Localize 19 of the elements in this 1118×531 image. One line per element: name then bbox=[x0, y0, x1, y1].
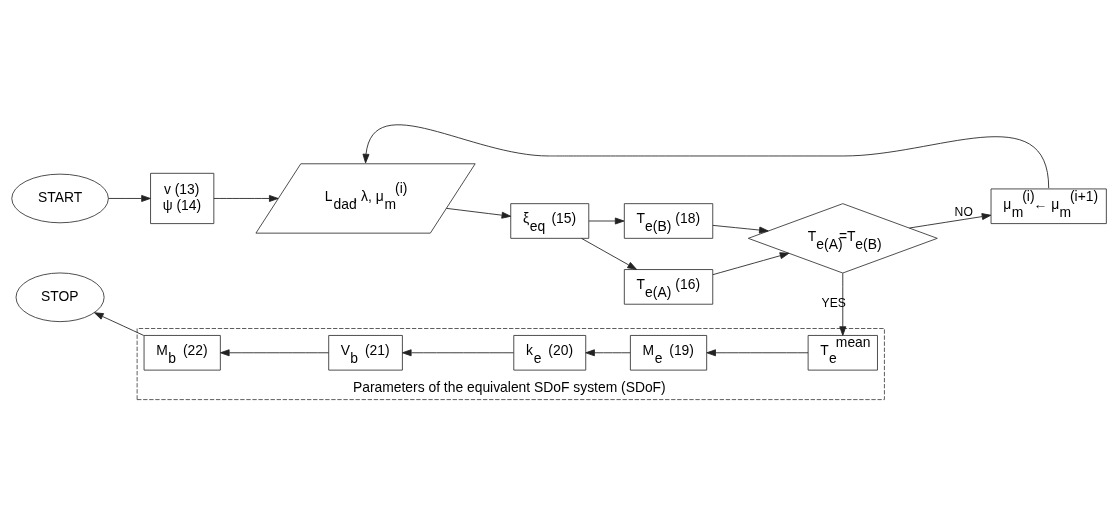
arrow bbox=[402, 349, 514, 357]
arrow bbox=[706, 349, 809, 357]
arrow bbox=[712, 252, 790, 276]
node-box: v (13) ψ (14) bbox=[150, 172, 215, 225]
arrow bbox=[220, 349, 329, 357]
arrow bbox=[585, 349, 631, 357]
arrow bbox=[581, 238, 637, 270]
node-ellipse: START bbox=[11, 173, 109, 224]
arrow bbox=[94, 312, 145, 336]
edge-label: NO bbox=[954, 204, 973, 219]
arrow bbox=[712, 224, 769, 234]
arrow bbox=[213, 195, 279, 202]
arrow bbox=[839, 272, 847, 336]
arrow bbox=[362, 124, 1050, 189]
arrow bbox=[588, 217, 625, 225]
arrow bbox=[108, 195, 151, 202]
arrow bbox=[446, 207, 512, 219]
edge-label: YES bbox=[821, 296, 846, 311]
arrow bbox=[908, 213, 992, 229]
